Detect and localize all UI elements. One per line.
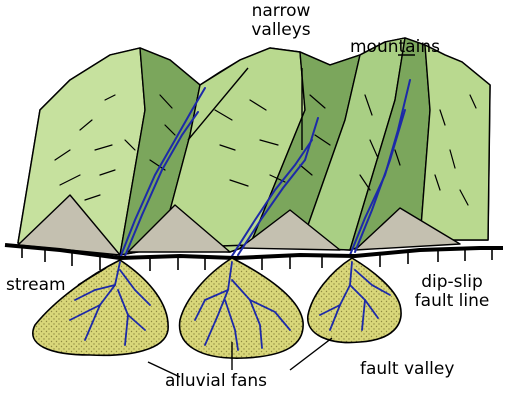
- label-narrow-valleys-line1: narrow: [226, 2, 336, 21]
- label-stream: stream: [6, 276, 66, 295]
- label-fault-valley: fault valley: [360, 360, 454, 379]
- alluvial-fan-3: [308, 258, 401, 343]
- label-narrow-valleys-line2: valleys: [226, 21, 336, 40]
- label-alluvial-fans: alluvial fans: [165, 372, 267, 391]
- label-narrow-valleys: narrow valleys: [226, 2, 336, 40]
- mountain-facet-6: [420, 45, 490, 240]
- label-dip-slip-line2: fault line: [400, 292, 504, 311]
- alluvial-fan-2: [180, 258, 304, 358]
- label-mountains: mountains: [350, 38, 440, 57]
- label-dip-slip-line1: dip-slip: [400, 273, 504, 292]
- label-dip-slip-fault-line: dip-slip fault line: [400, 273, 504, 311]
